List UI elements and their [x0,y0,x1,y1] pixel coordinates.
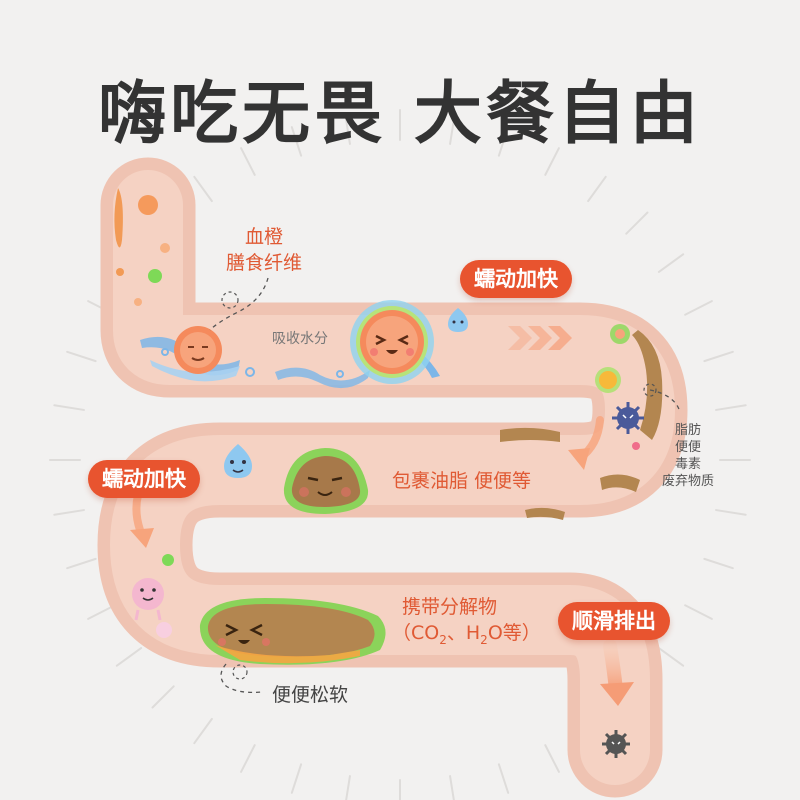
water-bubble [336,370,344,378]
sunburst-ray [497,126,510,157]
smooth-discharge-badge: 顺滑排出 [558,602,670,640]
page-title: 嗨吃无畏 大餐自由 [98,75,702,154]
pink-particle [632,442,640,450]
pink-bubble-character-icon [132,578,164,621]
decomposition-line2: （CO2、H2O等） [392,622,541,647]
orange-slice-icon [174,326,222,374]
pointer-end [643,383,657,397]
sunburst-ray [703,350,734,363]
soft-stool-icon [199,598,386,665]
sunburst-ray [344,113,351,145]
pointer-end [221,291,239,309]
toxin-germ-icon [612,402,644,434]
sunburst-ray [657,647,685,667]
sunburst-ray [449,775,455,800]
sunburst-ray [684,300,713,316]
juice-drop [116,268,124,276]
decomposition-line1: 携带分解物 [402,596,498,618]
fat-list-label: 脂肪 便便 毒素 废弃物质 [662,422,714,490]
sunburst-ray [703,557,734,570]
water-splash-icon [150,360,240,382]
orange-particle [138,195,158,215]
waste-smear [525,507,565,520]
toxin-germ-icon [602,730,630,758]
pink-bubble [156,622,172,638]
blood-orange-line2: 膳食纤维 [226,252,303,274]
orange-character-icon [350,300,434,384]
soft-stool-label: 便便松软 [272,684,349,706]
sunburst-ray [53,404,85,411]
sunburst-ray [449,113,456,145]
label-pointer [209,277,269,331]
chevron-arrows-icon [508,326,572,350]
water-drop-character-icon [448,308,468,332]
yellow-particle [599,371,617,389]
orange-particle [615,329,625,339]
green-particle [148,269,162,283]
sunburst-ray [87,604,116,620]
curved-arrow-head [568,448,590,470]
fat-list-item: 便便 [675,440,702,455]
intestine-lumen [110,170,675,785]
fat-list-item: 毒素 [675,457,702,472]
peristalsis-badge-left: 蠕动加快 [88,460,200,498]
sunburst-ray [290,126,303,157]
curved-arrow-icon [132,491,144,534]
water-bubble [245,367,255,377]
orange-particle [134,298,142,306]
sunburst-ray [544,147,560,176]
blood-orange-label: 血橙 膳食纤维 [226,224,302,276]
sunburst-ray [193,175,213,203]
sunburst-ray [715,509,747,516]
sunburst-ray [240,147,256,176]
green-particle [162,554,174,566]
sunburst-ray [587,175,607,203]
water-splash-icon [275,367,370,389]
waste-smear [600,474,640,492]
absorb-water-label: 吸收水分 [272,331,328,347]
sunburst-ray [290,763,303,794]
fat-blob-icon [283,448,369,514]
fat-list-item: 脂肪 [675,423,702,438]
waste-smear [500,427,560,442]
sunburst-ray [66,350,97,363]
blood-orange-line1: 血橙 [245,226,284,248]
sunburst-ray [345,775,351,800]
pointer-end [232,664,248,680]
sunburst-ray [625,211,649,235]
exit-arrow-head [600,682,634,706]
water-drop-character-icon [224,444,252,478]
sunburst-ray [684,604,713,620]
decomposition-label: 携带分解物 （CO2、H2O等） [392,594,541,653]
label-pointer [220,663,263,694]
curved-arrow-head [130,528,154,548]
sunburst-ray [544,744,560,773]
sunburst-ray [715,404,747,411]
sunburst-ray [193,717,213,745]
wrap-fat-label: 包裹油脂 便便等 [392,470,532,492]
sunburst-ray [657,253,685,273]
juice-drip-icon [114,188,123,248]
orange-particle [160,243,170,253]
sunburst-ray [497,763,510,794]
label-pointer [649,389,681,413]
water-bubble [161,348,169,356]
sunburst-ray [151,685,175,709]
sunburst-ray [240,744,256,773]
fat-list-item: 废弃物质 [662,474,715,489]
sunburst-ray [66,557,97,570]
sunburst-ray [53,509,85,516]
sunburst-ray [115,647,143,667]
peristalsis-badge-top: 蠕动加快 [460,260,572,298]
